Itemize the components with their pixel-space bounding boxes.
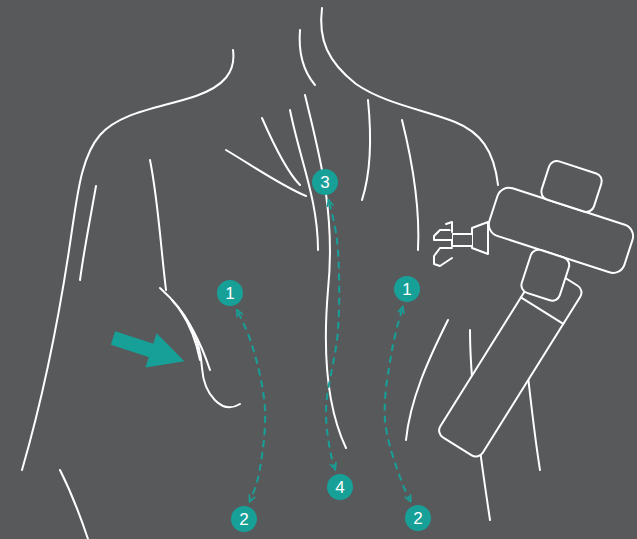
dashed-arrow xyxy=(326,203,339,467)
scapula-line xyxy=(362,100,370,200)
spine-line xyxy=(305,95,346,448)
callout-circle: 1 xyxy=(394,276,420,302)
callout-number: 2 xyxy=(239,511,248,528)
massage-gun xyxy=(434,147,637,460)
callout-number: 2 xyxy=(413,510,422,527)
scapula-line xyxy=(180,310,200,360)
scapula-line xyxy=(402,120,418,250)
dashed-arrow xyxy=(238,312,265,499)
callout-circle: 2 xyxy=(405,505,431,531)
pointer-arrow xyxy=(107,321,189,378)
callout-number: 4 xyxy=(335,479,344,496)
dashed-arrow xyxy=(385,309,410,498)
callout-number: 3 xyxy=(320,174,329,191)
body-outline xyxy=(80,186,96,280)
body-outline xyxy=(300,30,315,85)
body-outline xyxy=(150,160,166,290)
body-outline xyxy=(60,470,88,539)
body-outline xyxy=(22,50,233,470)
callout-number: 1 xyxy=(225,285,234,302)
scapula-line xyxy=(226,150,306,196)
callout-circle: 4 xyxy=(327,474,353,500)
scapula-line xyxy=(406,320,448,440)
callout-number: 1 xyxy=(402,281,411,298)
callout-circle: 1 xyxy=(217,280,243,306)
callout-circle: 3 xyxy=(312,169,338,195)
callout-circle: 2 xyxy=(231,506,257,532)
scapula-line xyxy=(262,118,300,185)
